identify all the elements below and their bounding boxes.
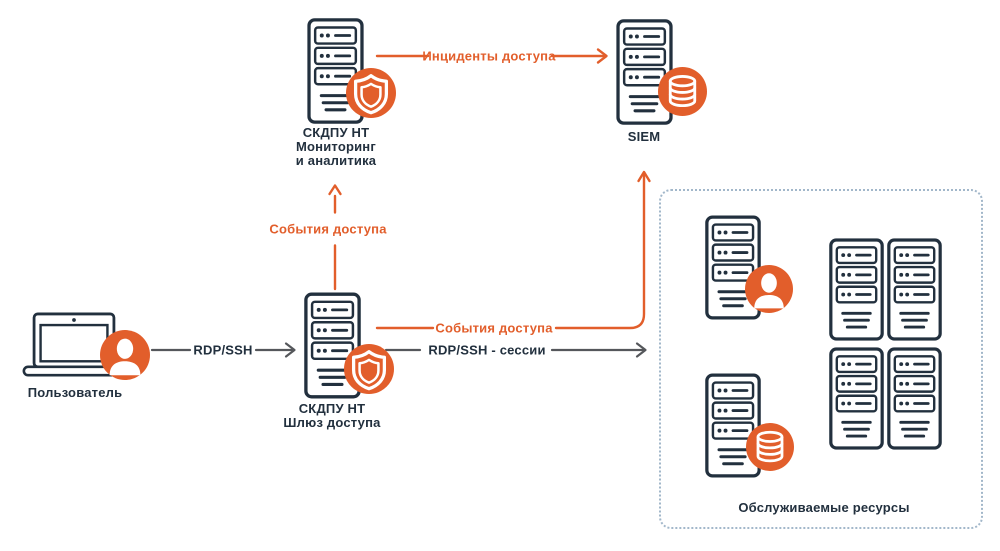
gateway-subtitle: Шлюз доступа: [283, 415, 381, 430]
node-label-gateway: СКДПУ НТ Шлюз доступа: [283, 402, 380, 430]
database-badge-icon: [658, 67, 707, 116]
resource-server-icon: [887, 346, 942, 451]
arrow-rdp-ssh: [150, 342, 296, 358]
arrow-access-incidents: [375, 48, 608, 64]
gateway-title: СКДПУ НТ: [298, 401, 366, 416]
shield-badge-icon: [344, 344, 394, 394]
node-label-user: Пользователь: [27, 385, 123, 400]
resource-server-icon: [887, 237, 942, 342]
resources-group-box: [659, 189, 983, 529]
arrow-access-events-up: [328, 184, 342, 291]
resource-server-icon: [829, 237, 884, 342]
user-badge-icon: [100, 330, 150, 380]
monitoring-subtitle-1: Мониторинг: [296, 139, 376, 154]
node-label-resources: Обслуживаемые ресурсы: [738, 500, 910, 515]
shield-badge-icon: [346, 68, 396, 118]
node-label-monitoring: СКДПУ НТ Мониторинг и аналитика: [296, 126, 376, 168]
edge-label-rdp-ssh-sessions: RDP/SSH - сессии: [428, 342, 546, 358]
user-badge-icon: [745, 265, 793, 313]
monitoring-subtitle-2: и аналитика: [295, 153, 377, 168]
monitoring-title: СКДПУ НТ: [302, 125, 370, 140]
edge-label-access-events-to-siem: События доступа: [435, 320, 553, 336]
edge-label-rdp-ssh: RDP/SSH: [193, 342, 253, 358]
resource-server-icon: [829, 346, 884, 451]
node-label-siem: SIEM: [627, 129, 661, 144]
arrow-access-events-to-siem: [375, 170, 651, 330]
edge-label-access-incidents: Инциденты доступа: [422, 48, 556, 64]
arrow-rdp-ssh-sessions: [384, 342, 647, 358]
edge-label-access-events-up: События доступа: [269, 221, 387, 237]
database-badge-icon: [746, 423, 794, 471]
